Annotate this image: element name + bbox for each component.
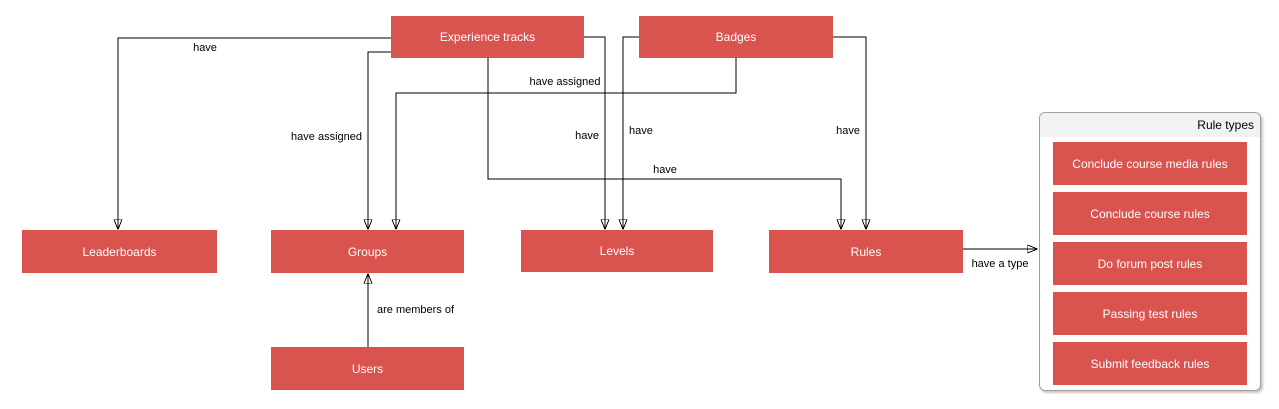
node-label: Levels <box>599 244 635 258</box>
node-label: Do forum post rules <box>1097 256 1203 271</box>
edge-label-have-a-type: have a type <box>969 258 1031 270</box>
node-rules[interactable]: Rules <box>769 230 963 273</box>
node-label: Rules <box>850 244 882 259</box>
node-label: Submit feedback rules <box>1090 356 1210 371</box>
rule-types-panel-body: Conclude course media rules Conclude cou… <box>1040 137 1260 394</box>
node-label: Badges <box>715 30 757 44</box>
edge-experience-tracks-to-groups[interactable] <box>368 51 391 229</box>
rule-types-panel-title: Rule types <box>1040 113 1260 137</box>
node-label: Groups <box>347 244 388 259</box>
edge-experience-tracks-to-levels[interactable] <box>584 36 605 229</box>
edge-badges-to-levels[interactable] <box>623 36 639 229</box>
edge-label-have-badges-levels: have <box>627 125 655 137</box>
node-users[interactable]: Users <box>271 347 464 390</box>
node-label: Conclude course rules <box>1090 206 1210 221</box>
edge-label-have-leaderboards: have <box>191 42 219 54</box>
edge-experience-tracks-to-rules[interactable] <box>487 58 841 229</box>
edge-label-have-exp-levels: have <box>573 130 601 142</box>
edge-badges-to-rules[interactable] <box>833 36 866 229</box>
edge-experience-tracks-to-leaderboards[interactable] <box>118 37 391 229</box>
edge-label-have-exp-rules: have <box>651 164 679 176</box>
node-label: Conclude course media rules <box>1072 156 1228 171</box>
node-do-forum-post-rules[interactable]: Do forum post rules <box>1053 242 1247 285</box>
node-conclude-course-media-rules[interactable]: Conclude course media rules <box>1053 142 1247 185</box>
edge-badges-to-groups[interactable] <box>396 58 737 229</box>
rule-types-panel[interactable]: Rule types Conclude course media rules C… <box>1039 112 1261 391</box>
node-submit-feedback-rules[interactable]: Submit feedback rules <box>1053 342 1247 385</box>
node-label: Leaderboards <box>82 244 157 259</box>
edge-label-are-members-of: are members of <box>375 304 457 316</box>
node-label: Passing test rules <box>1102 306 1198 321</box>
node-experience-tracks[interactable]: Experience tracks <box>391 16 584 58</box>
node-label: Users <box>351 361 384 376</box>
node-badges[interactable]: Badges <box>639 16 833 58</box>
node-passing-test-rules[interactable]: Passing test rules <box>1053 292 1247 335</box>
node-groups[interactable]: Groups <box>271 230 464 273</box>
edge-label-have-badges-rules: have <box>834 125 862 137</box>
node-conclude-course-rules[interactable]: Conclude course rules <box>1053 192 1247 235</box>
node-leaderboards[interactable]: Leaderboards <box>22 230 217 273</box>
edge-label-have-assigned-exp-groups: have assigned <box>289 131 364 143</box>
edge-label-have-assigned-badges-groups: have assigned <box>527 76 603 88</box>
node-label: Experience tracks <box>439 30 536 44</box>
node-levels[interactable]: Levels <box>521 230 713 272</box>
